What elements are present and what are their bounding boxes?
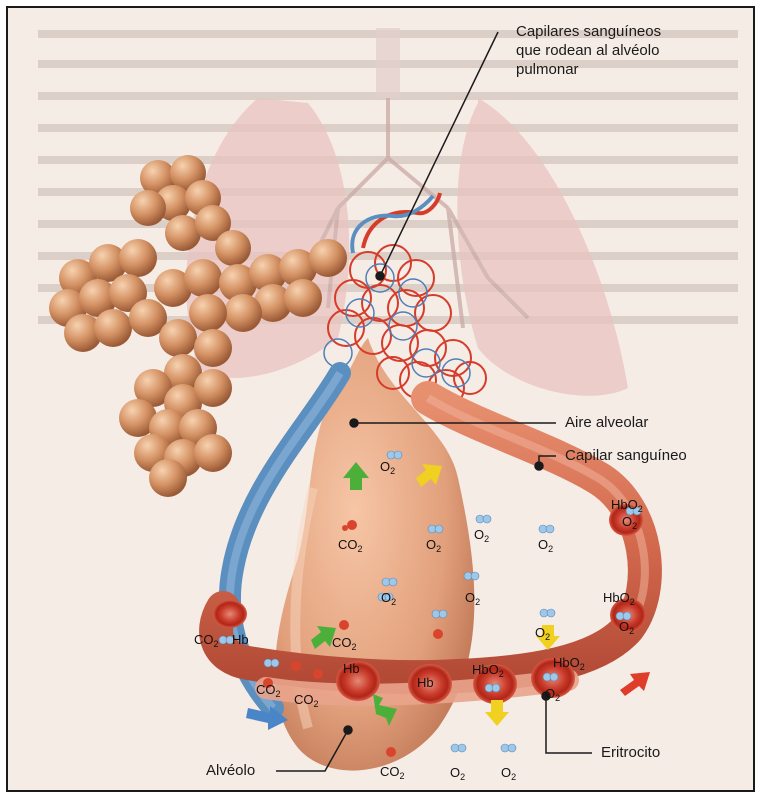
chem-co2: CO2	[194, 633, 219, 651]
chem-o2: O2	[450, 766, 465, 784]
alveolus-illustration	[8, 8, 753, 790]
o2-arrow-yellow-mid	[485, 700, 509, 726]
chem-o2: O2	[465, 591, 480, 609]
chem-hbo2: HbO2	[603, 591, 635, 609]
label-aire-alveolar: Aire alveolar	[565, 413, 648, 432]
chem-co2: CO2	[338, 538, 363, 556]
chem-hbo2: HbO2	[472, 663, 504, 681]
chem-hb: Hb	[232, 633, 249, 646]
chem-o2: O2	[474, 528, 489, 546]
chem-o2: O2	[538, 538, 553, 556]
chem-co2: CO2	[332, 636, 357, 654]
chem-hb: Hb	[343, 662, 360, 675]
flow-arrow-red	[620, 672, 650, 696]
label-capilares: Capilares sanguíneos que rodean al alvéo…	[516, 22, 666, 79]
chem-co2: CO2	[380, 765, 405, 783]
chem-o2: O2	[426, 538, 441, 556]
chem-o2: O2	[619, 620, 634, 638]
diagram-frame: Capilares sanguíneos que rodean al alvéo…	[6, 6, 755, 792]
chem-o2: O2	[622, 515, 637, 533]
chem-o2: O2	[501, 766, 516, 784]
chem-hbo2: HbO2	[553, 656, 585, 674]
chem-co2: CO2	[256, 683, 281, 701]
chem-o2: O2	[380, 460, 395, 478]
label-eritrocito: Eritrocito	[601, 743, 660, 762]
chem-hb: Hb	[417, 676, 434, 689]
label-alveolo: Alvéolo	[206, 761, 255, 780]
chem-co2: CO2	[294, 693, 319, 711]
chem-o2: O2	[545, 687, 560, 705]
chem-o2: O2	[381, 591, 396, 609]
chem-o2: O2	[535, 626, 550, 644]
label-capilar-sanguineo: Capilar sanguíneo	[565, 446, 687, 465]
